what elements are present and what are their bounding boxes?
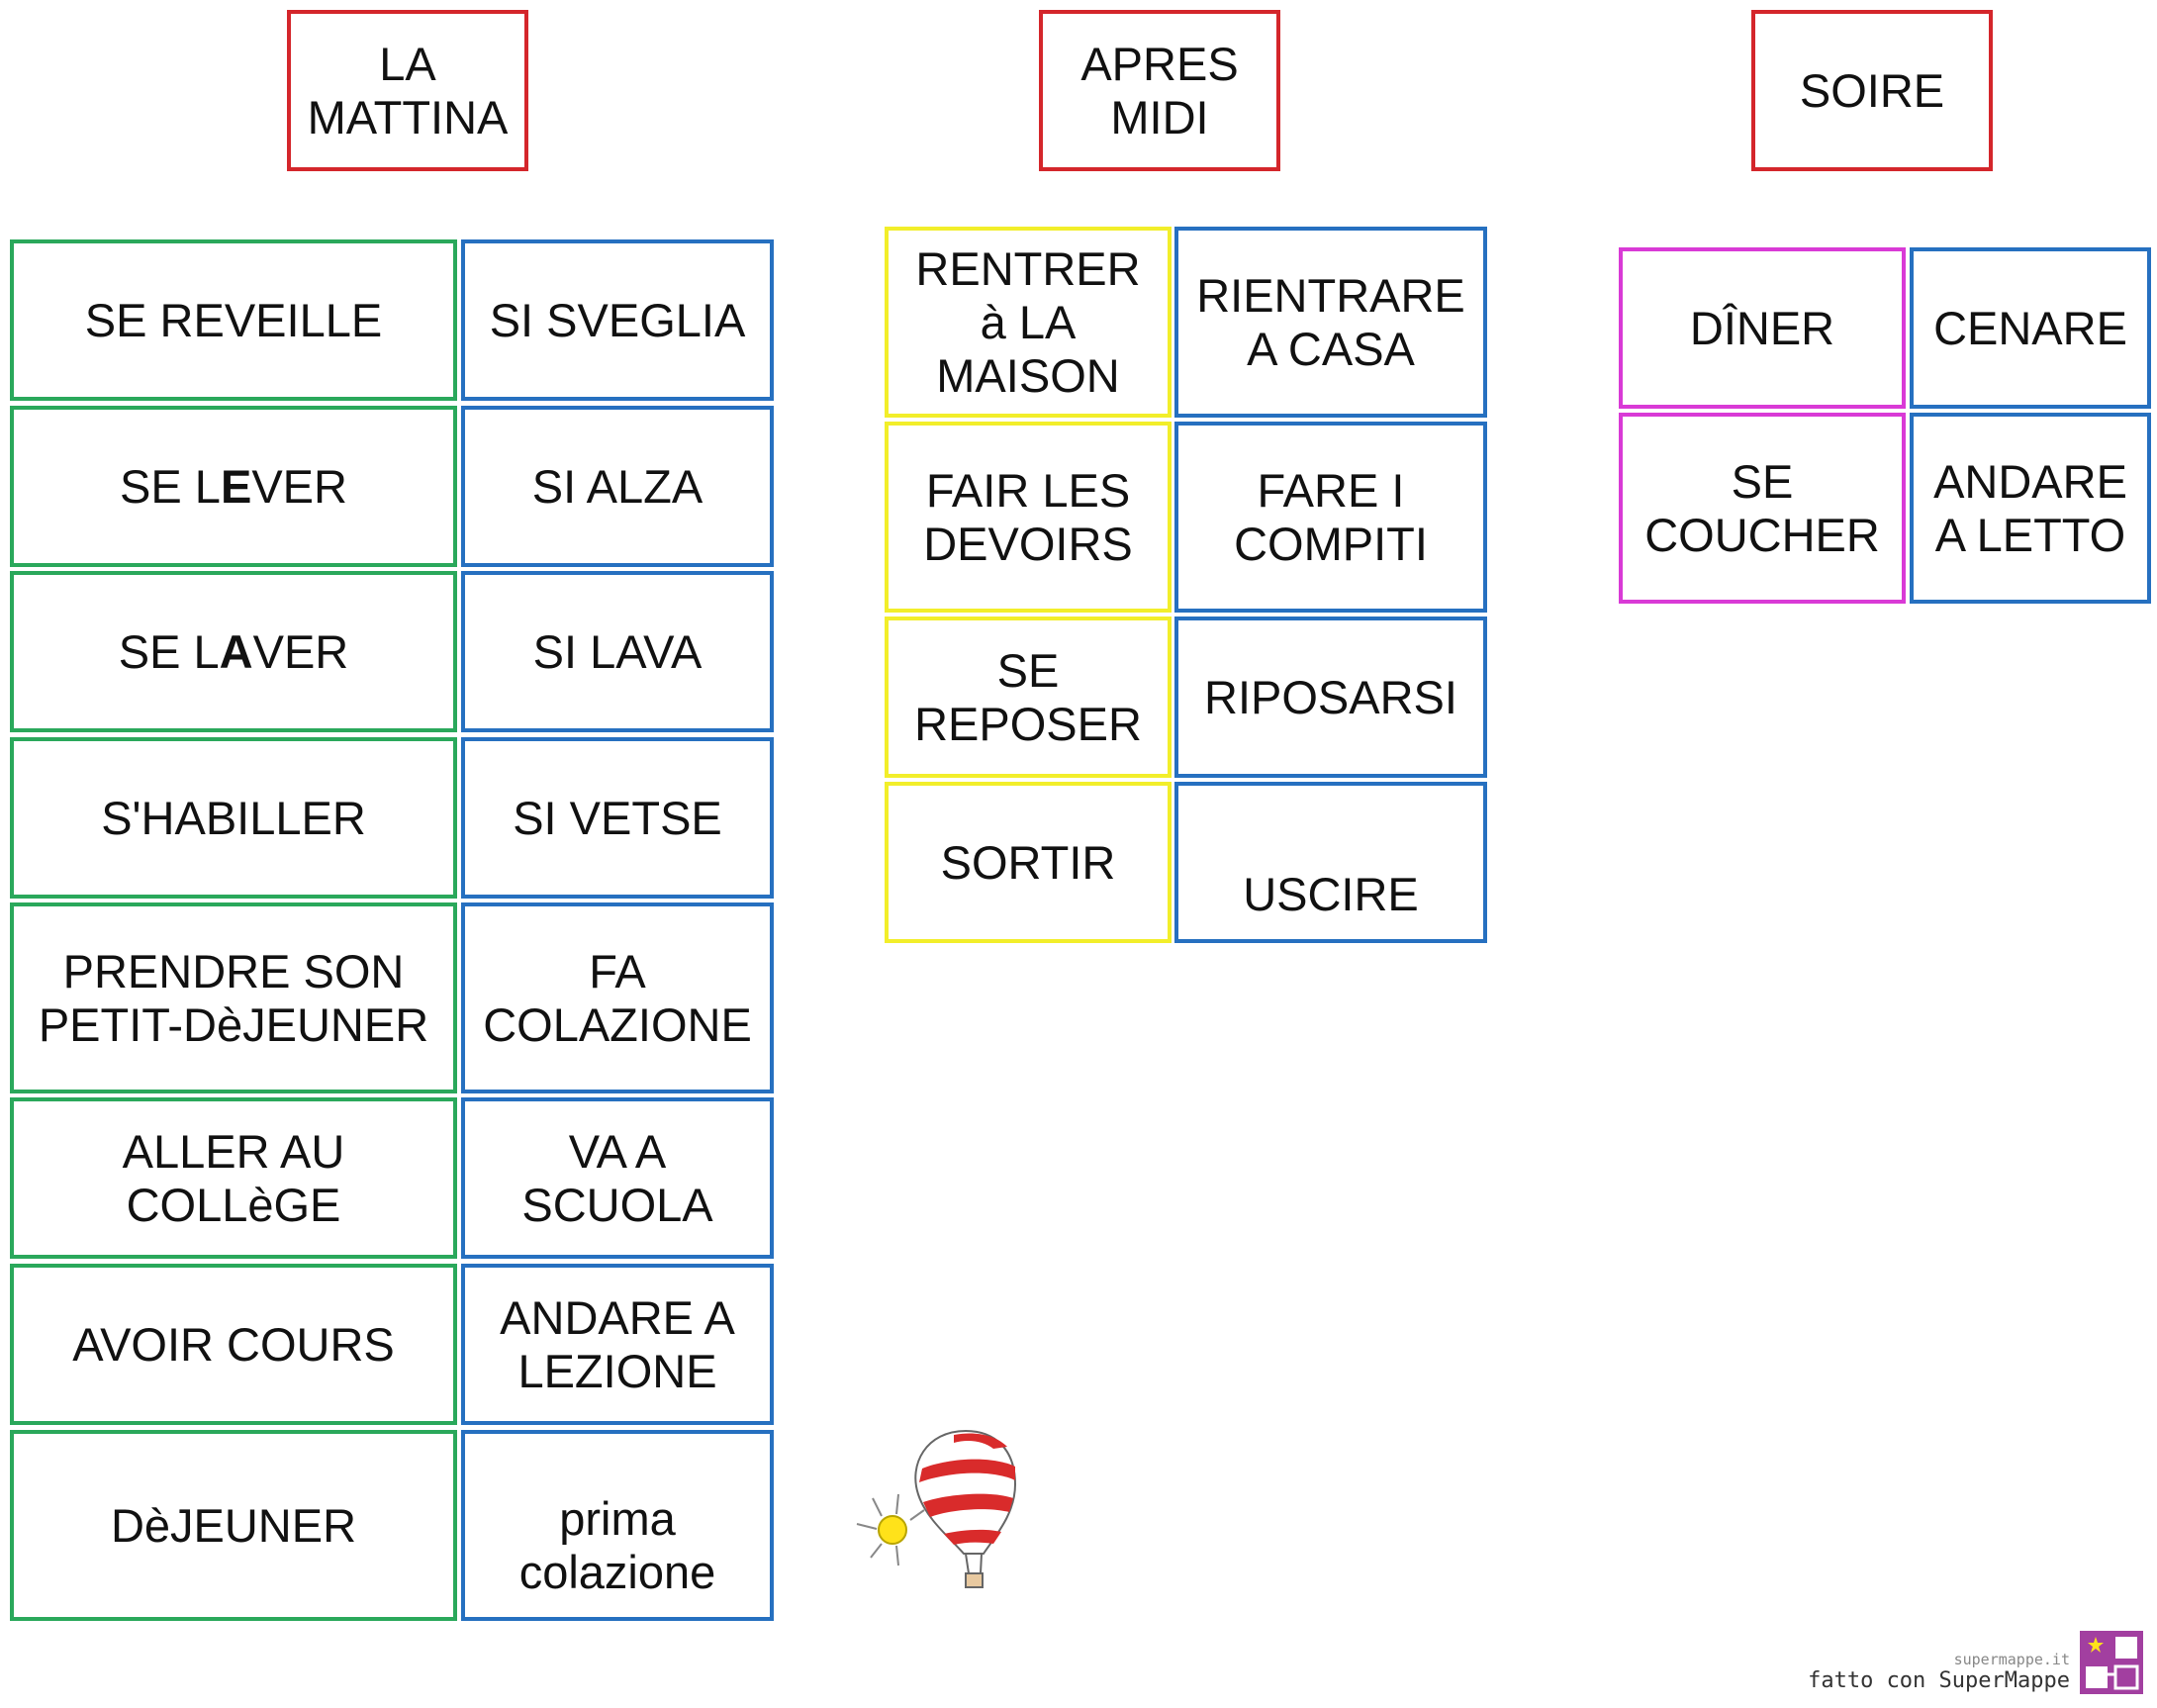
sun-icon — [856, 1493, 925, 1566]
morning-fr-4[interactable]: S'HABILLER — [10, 737, 457, 899]
morning-fr-3-bold: A — [219, 624, 253, 678]
footer-branding[interactable]: supermappe.it fatto con SuperMappe — [1808, 1631, 2143, 1694]
afternoon-fr-3[interactable]: SE REPOSER — [885, 617, 1172, 778]
morning-it-5[interactable]: FA COLAZIONE — [461, 902, 774, 1093]
evening-it-1[interactable]: CENARE — [1910, 247, 2151, 409]
footer-site: supermappe.it — [1953, 1651, 2070, 1668]
morning-fr-5[interactable]: PRENDRE SON PETIT-DèJEUNER — [10, 902, 457, 1093]
balloon-basket — [965, 1553, 984, 1588]
afternoon-it-2[interactable]: FARE I COMPITI — [1174, 422, 1487, 613]
afternoon-fr-4[interactable]: SORTIR — [885, 782, 1172, 943]
footer-text: supermappe.it fatto con SuperMappe — [1808, 1651, 2070, 1694]
afternoon-fr-1[interactable]: RENTRER à LA MAISON — [885, 227, 1172, 418]
morning-fr-3-pre: SE L — [118, 624, 220, 678]
morning-it-2[interactable]: SI ALZA — [461, 406, 774, 567]
morning-it-8[interactable]: prima colazione — [461, 1430, 774, 1621]
morning-fr-2-post: VER — [251, 459, 347, 513]
balloon-envelope — [914, 1429, 1017, 1555]
morning-it-7[interactable]: ANDARE A LEZIONE — [461, 1264, 774, 1425]
morning-fr-3-post: VER — [252, 624, 349, 678]
morning-fr-2-bold: E — [220, 459, 252, 513]
evening-fr-1[interactable]: DÎNER — [1619, 247, 1906, 409]
morning-fr-2-pre: SE L — [120, 459, 221, 513]
afternoon-it-3[interactable]: RIPOSARSI — [1174, 617, 1487, 778]
header-la-mattina[interactable]: LA MATTINA — [287, 10, 528, 171]
morning-fr-6[interactable]: ALLER AU COLLèGE — [10, 1097, 457, 1259]
header-soire[interactable]: SOIRE — [1751, 10, 1993, 171]
afternoon-it-4[interactable]: USCIRE — [1174, 782, 1487, 943]
supermappe-logo-icon — [2080, 1631, 2143, 1694]
morning-fr-8[interactable]: DèJEUNER — [10, 1430, 457, 1621]
evening-fr-2[interactable]: SE COUCHER — [1619, 413, 1906, 604]
afternoon-it-1[interactable]: RIENTRARE A CASA — [1174, 227, 1487, 418]
morning-it-3[interactable]: SI LAVA — [461, 571, 774, 732]
footer-credit: fatto con SuperMappe — [1808, 1668, 2070, 1693]
header-apres-midi[interactable]: APRES MIDI — [1039, 10, 1280, 171]
morning-it-1[interactable]: SI SVEGLIA — [461, 239, 774, 401]
morning-fr-7[interactable]: AVOIR COURS — [10, 1264, 457, 1425]
morning-fr-1[interactable]: SE REVEILLE — [10, 239, 457, 401]
afternoon-fr-2[interactable]: FAIR LES DEVOIRS — [885, 422, 1172, 613]
morning-it-6[interactable]: VA A SCUOLA — [461, 1097, 774, 1259]
evening-it-2[interactable]: ANDARE A LETTO — [1910, 413, 2151, 604]
morning-it-4[interactable]: SI VETSE — [461, 737, 774, 899]
hot-air-balloon-icon — [856, 1429, 1017, 1588]
